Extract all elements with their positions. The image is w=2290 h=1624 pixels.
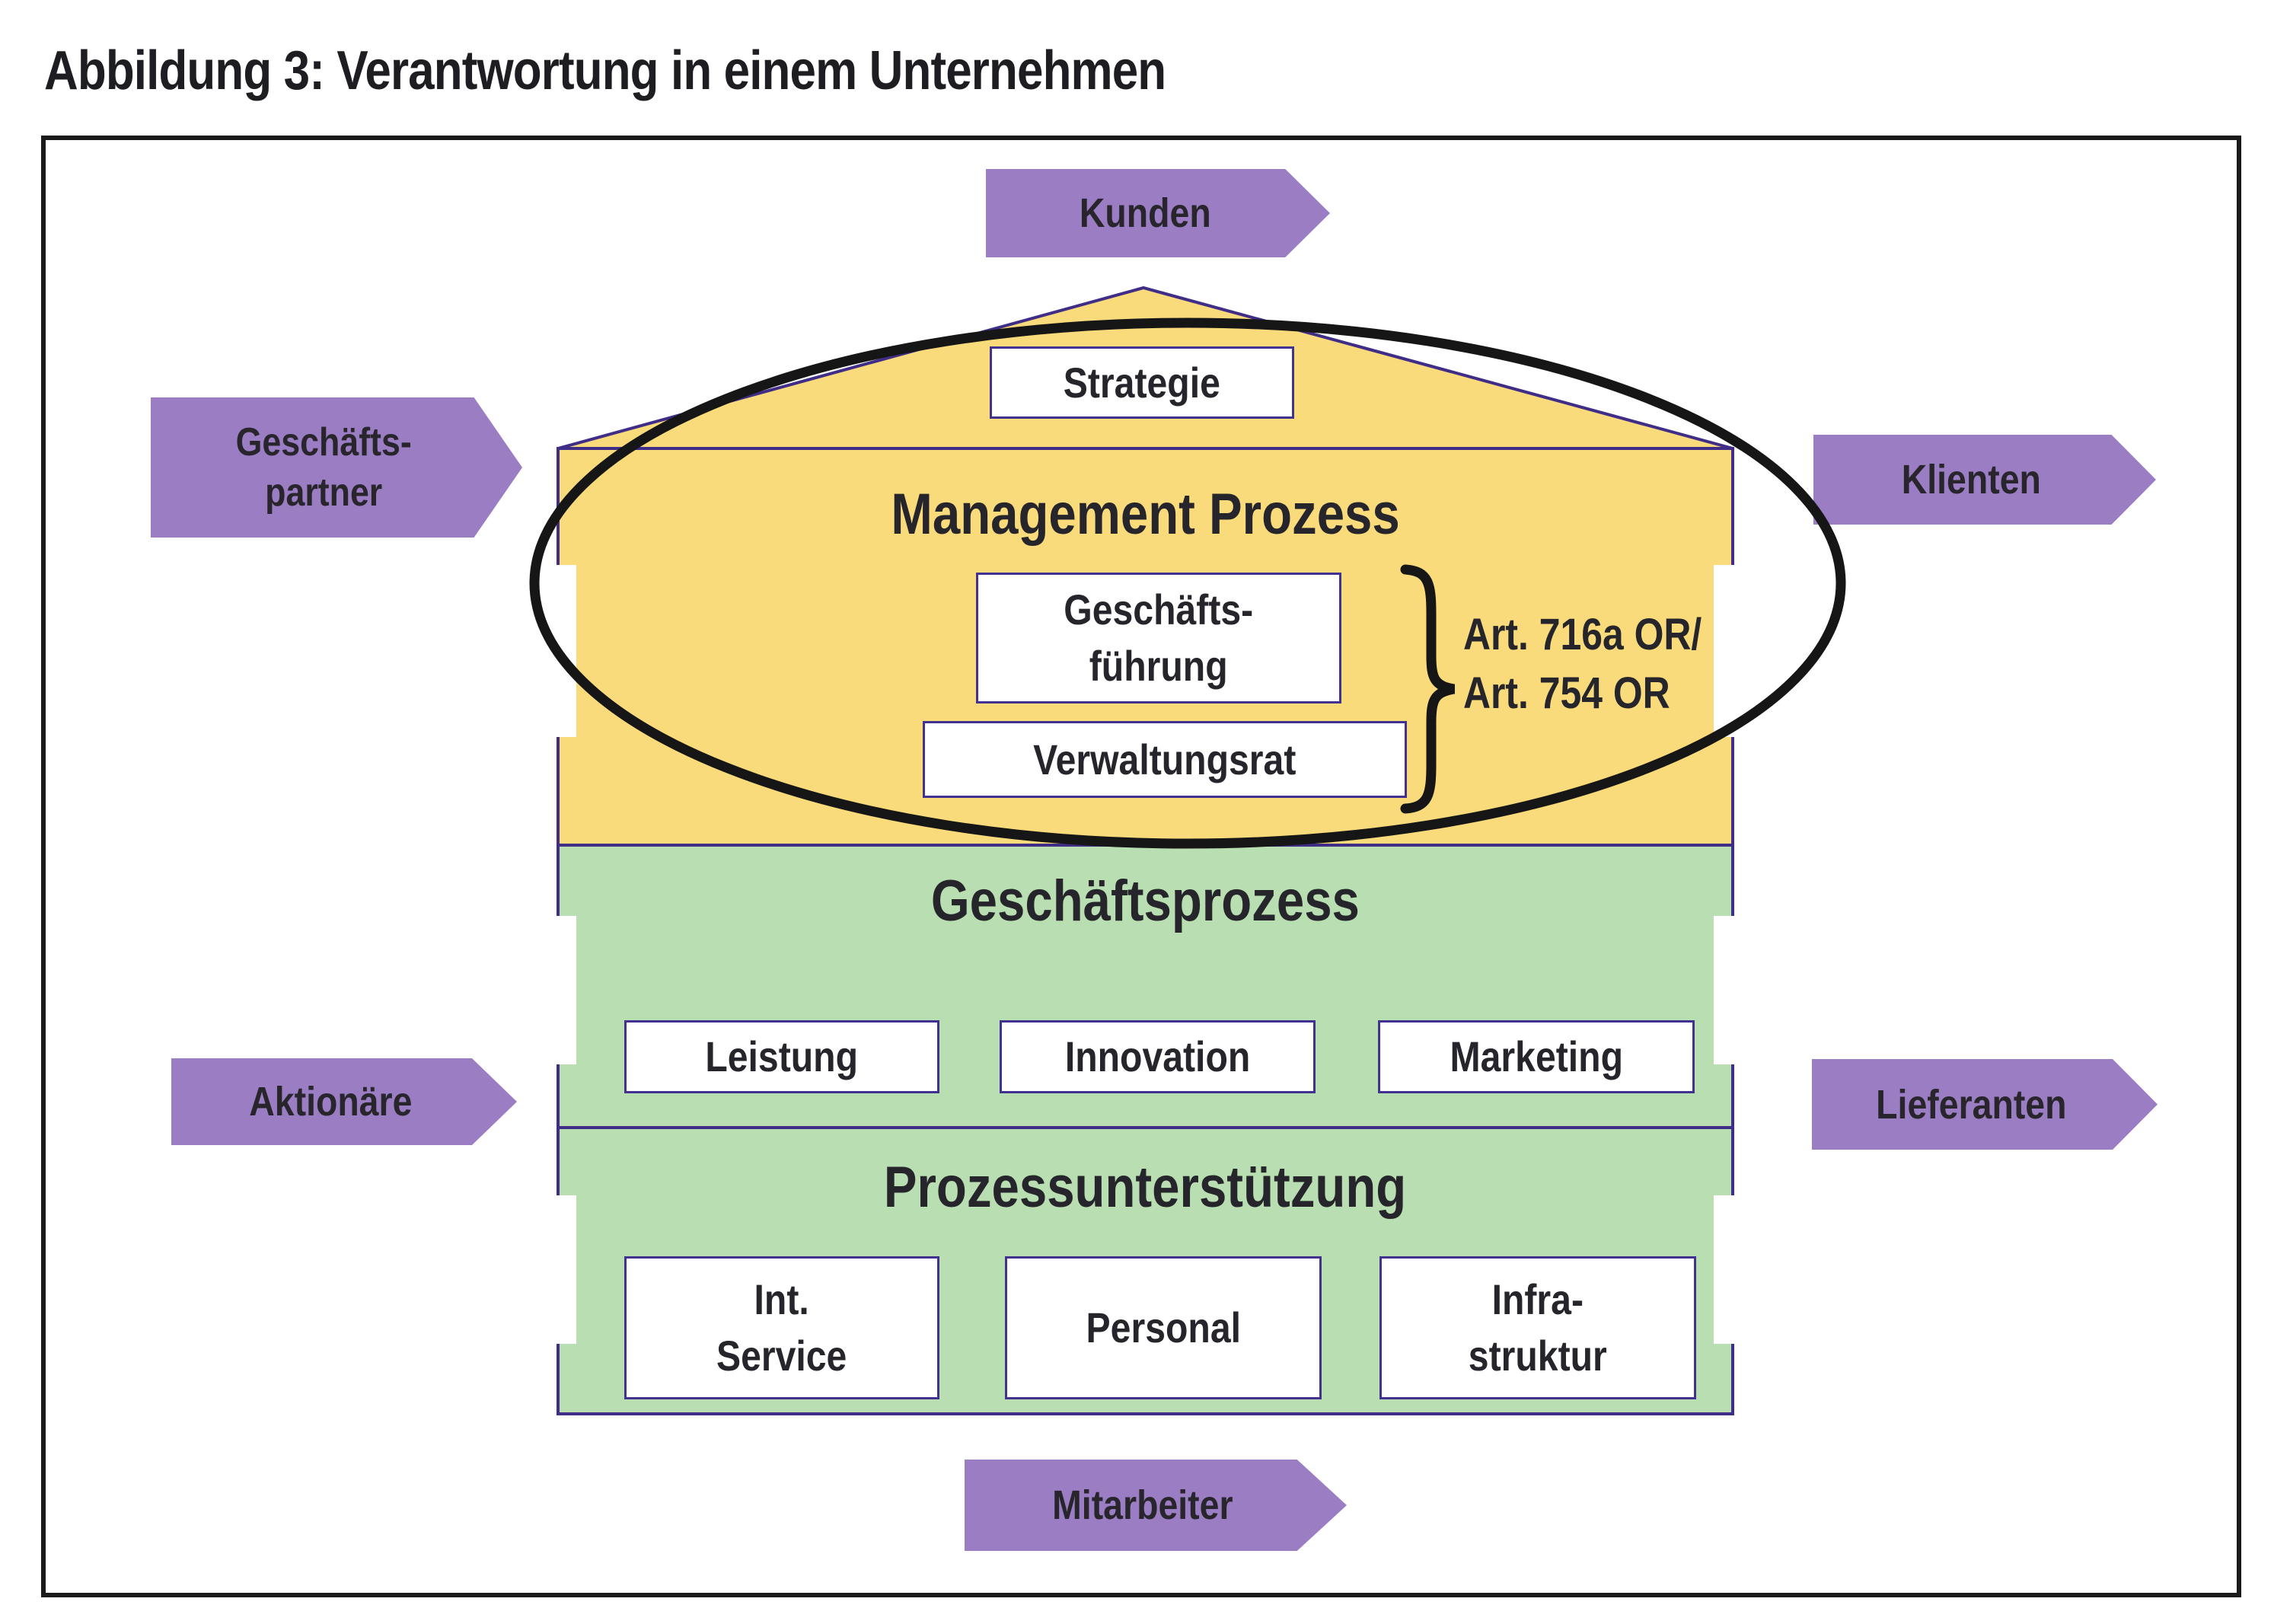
arrow-aktionaere-label: Aktionäre — [249, 1079, 413, 1125]
personal-label: Personal — [1086, 1303, 1241, 1351]
arrow-geschaeftspartner-label: Geschäfts- partner — [235, 420, 412, 515]
leistung-label: Leistung — [705, 1032, 859, 1080]
wall-notch — [1714, 1195, 1735, 1344]
arrow-geschaeftspartner: Geschäfts- partner — [151, 397, 522, 538]
law-annotation: Art. 716a OR/ Art. 754 OR — [1463, 605, 1740, 723]
wall-notch — [555, 916, 576, 1064]
arrow-klienten: Klienten — [1813, 435, 2156, 525]
marketing-label: Marketing — [1450, 1032, 1623, 1080]
business-title-text: Geschäftsprozess — [930, 869, 1360, 933]
figure-frame — [41, 136, 2241, 1597]
arrow-kunden: Kunden — [986, 169, 1330, 257]
infrastruktur-label: Infra- struktur — [1469, 1275, 1607, 1380]
strategie-box: Strategie — [990, 346, 1294, 419]
arrow-aktionaere: Aktionäre — [171, 1058, 517, 1145]
arrow-mitarbeiter: Mitarbeiter — [965, 1460, 1347, 1551]
business-title: Geschäftsprozess — [557, 868, 1734, 934]
leistung-box: Leistung — [624, 1020, 939, 1093]
support-title: Prozessunterstützung — [557, 1154, 1734, 1220]
marketing-box: Marketing — [1378, 1020, 1695, 1093]
law-annotation-text: Art. 716a OR/ Art. 754 OR — [1463, 610, 1702, 718]
arrow-mitarbeiter-label: Mitarbeiter — [1052, 1482, 1233, 1528]
wall-notch — [555, 1195, 576, 1344]
verwaltungsrat-box: Verwaltungsrat — [923, 721, 1407, 798]
support-title-text: Prozessunterstützung — [884, 1155, 1407, 1220]
int-service-box: Int. Service — [624, 1256, 939, 1399]
figure-title: Abbildung 3: Verantwortung in einem Unte… — [44, 40, 1348, 102]
strategie-label: Strategie — [1063, 358, 1221, 407]
arrow-klienten-label: Klienten — [1902, 457, 2042, 503]
arrow-kunden-label: Kunden — [1079, 190, 1211, 236]
geschaeftsfuehrung-box: Geschäfts- führung — [976, 573, 1341, 704]
arrow-lieferanten: Lieferanten — [1812, 1059, 2158, 1150]
management-title-text: Management Prozess — [891, 482, 1400, 547]
verwaltungsrat-label: Verwaltungsrat — [1033, 735, 1296, 783]
geschaeftsfuehrung-label: Geschäfts- führung — [1064, 585, 1254, 690]
wall-notch — [1714, 916, 1735, 1064]
wall-notch — [555, 565, 576, 737]
figure-title-text: Abbildung 3: Verantwortung in einem Unte… — [44, 40, 1166, 101]
management-title: Management Prozess — [557, 481, 1734, 547]
personal-box: Personal — [1005, 1256, 1322, 1399]
infrastruktur-box: Infra- struktur — [1379, 1256, 1696, 1399]
arrow-lieferanten-label: Lieferanten — [1876, 1081, 2067, 1128]
innovation-label: Innovation — [1064, 1032, 1251, 1080]
innovation-box: Innovation — [1000, 1020, 1316, 1093]
int-service-label: Int. Service — [716, 1275, 847, 1380]
